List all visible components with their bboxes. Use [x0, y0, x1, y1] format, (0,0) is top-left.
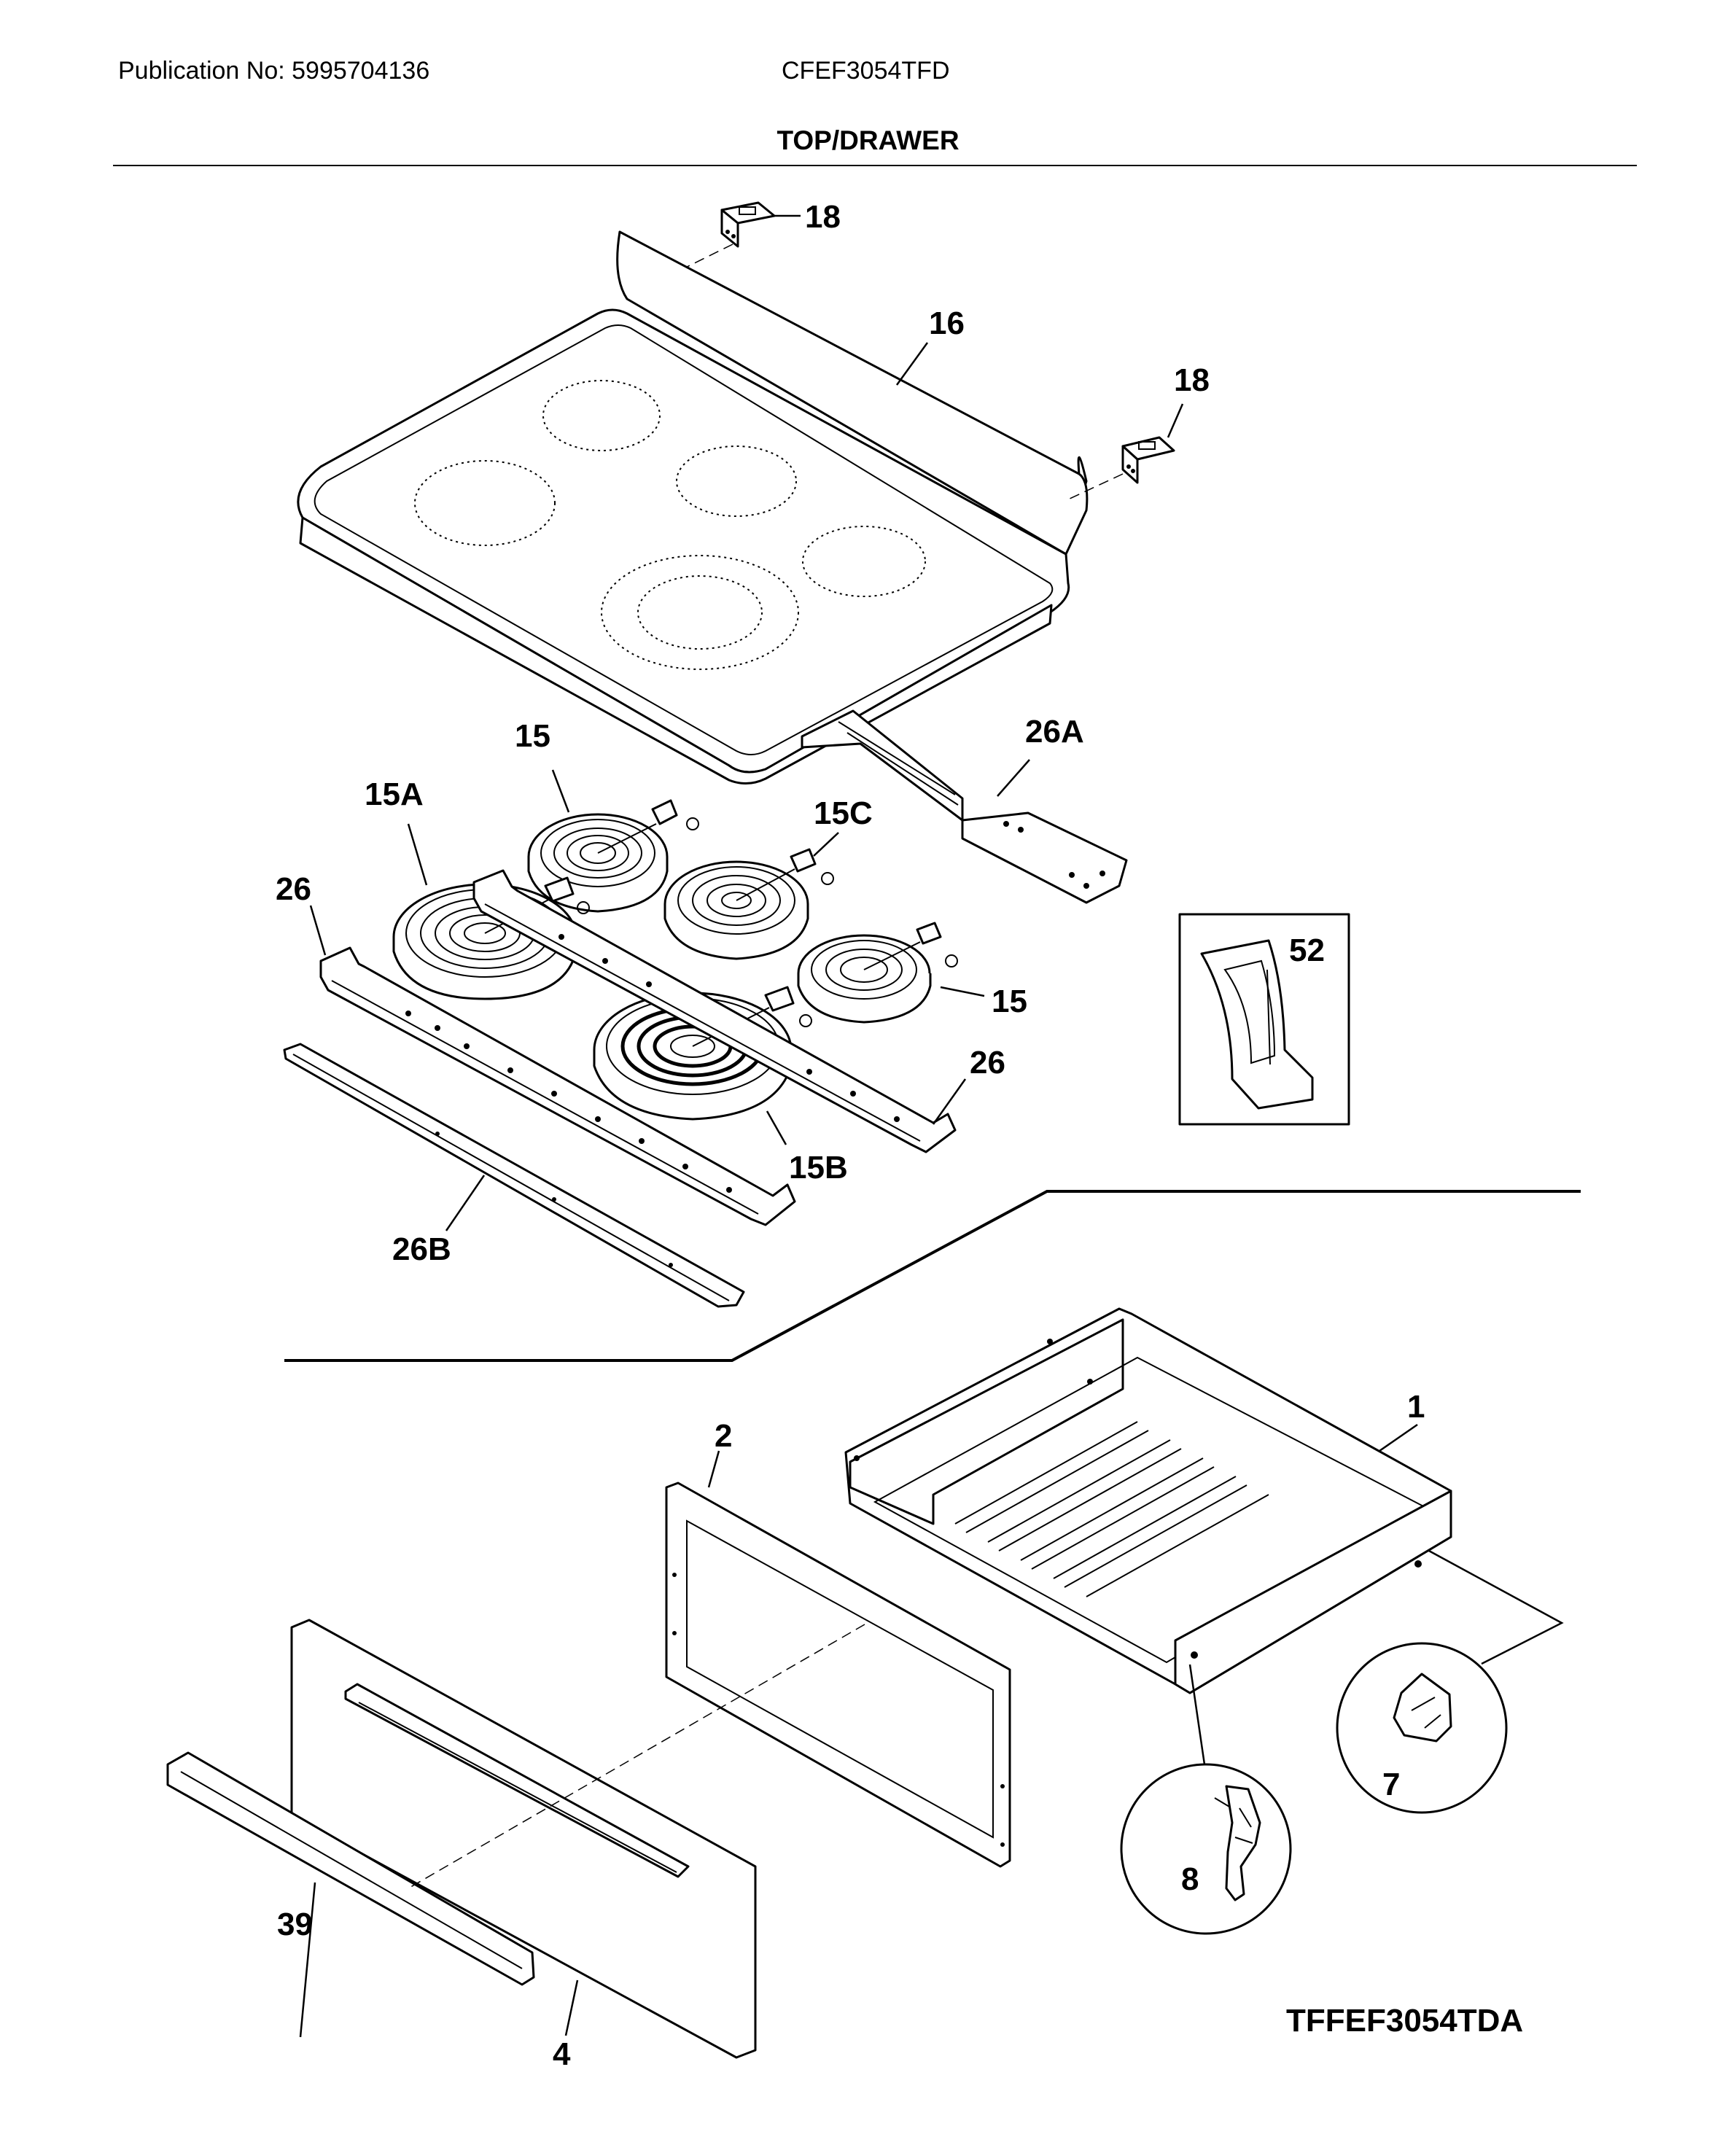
diagram-code: TFFEF3054TDA	[1286, 2003, 1523, 2039]
callout-15C: 15C	[814, 795, 873, 831]
surface-element-15-right[interactable]	[797, 922, 958, 1024]
drawer-handle-39[interactable]	[166, 1751, 535, 1986]
callout-1: 1	[1407, 1389, 1425, 1425]
publication-number: Publication No: 5995704136	[118, 57, 430, 85]
inset-circle-8[interactable]	[1120, 1763, 1292, 1935]
inset-box-52[interactable]	[1178, 913, 1350, 1126]
section-separator	[284, 1190, 1581, 1362]
model-number: CFEF3054TFD	[782, 57, 950, 85]
drawer-front-4[interactable]	[290, 1619, 757, 2059]
callout-4: 4	[553, 2036, 571, 2072]
section-title: TOP/DRAWER	[776, 125, 960, 155]
bracket-18-right[interactable]	[1121, 436, 1175, 484]
callout-15-top: 15	[515, 718, 550, 754]
callout-7: 7	[1382, 1767, 1400, 1802]
callout-26A: 26A	[1025, 714, 1084, 750]
callout-8: 8	[1181, 1861, 1199, 1897]
callout-15-right: 15	[992, 984, 1027, 1019]
support-bracket-26-right[interactable]	[472, 869, 957, 1153]
callout-18-top: 18	[805, 199, 841, 235]
front-strip-26B[interactable]	[283, 1043, 745, 1308]
drawer-panel-2[interactable]	[665, 1482, 1011, 1868]
callout-15A: 15A	[365, 776, 424, 812]
callout-15B: 15B	[789, 1150, 848, 1185]
callout-26-left: 26	[276, 871, 311, 907]
surface-element-15C[interactable]	[663, 848, 834, 960]
bracket-18-left[interactable]	[720, 201, 776, 248]
callout-26-right: 26	[970, 1045, 1005, 1081]
callout-26B: 26B	[392, 1231, 451, 1267]
callout-16: 16	[929, 305, 965, 341]
cooktop-16[interactable]	[297, 230, 1089, 784]
drawer-body-1[interactable]	[844, 1307, 1452, 1694]
inset-circle-7[interactable]	[1336, 1642, 1508, 1814]
callout-39: 39	[277, 1907, 313, 1942]
callout-2: 2	[715, 1418, 732, 1454]
bracket-26A[interactable]	[801, 709, 1128, 904]
callout-52: 52	[1289, 933, 1325, 968]
header-rule	[113, 165, 1637, 166]
support-bracket-26-left[interactable]	[319, 946, 796, 1226]
callout-18-right: 18	[1174, 362, 1210, 398]
